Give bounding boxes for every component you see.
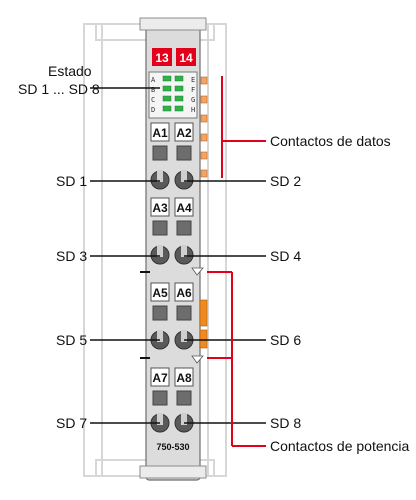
terminal-tag-a4: A4 <box>176 201 192 215</box>
led-letter-b: B <box>151 86 155 94</box>
top-tag-14: 14 <box>176 48 196 66</box>
power-contacts <box>140 267 208 364</box>
top-tag-13-text: 13 <box>155 51 169 65</box>
led-letter-c: C <box>151 96 155 104</box>
led-8 <box>174 105 184 112</box>
terminal-tag-a3: A3 <box>152 201 168 215</box>
terminal-tag-a6: A6 <box>176 286 192 300</box>
label-sd-4: SD 4 <box>270 248 301 264</box>
terminal-tag-a2: A2 <box>176 126 192 140</box>
led-status-panel: A B C D E F G H <box>148 71 198 119</box>
led-4 <box>174 85 184 92</box>
led-letter-h: H <box>191 106 195 114</box>
label-sd-1: SD 1 <box>56 173 87 189</box>
terminal-block-2: A3 A4 <box>150 197 194 265</box>
terminal-tag-a7: A7 <box>152 371 168 385</box>
led-5 <box>162 95 172 102</box>
label-contactos-datos: Contactos de datos <box>270 133 391 149</box>
terminal-tag-a5: A5 <box>152 286 168 300</box>
data-contacts <box>200 76 208 178</box>
model-label: 750-530 <box>156 442 189 452</box>
led-6 <box>174 95 184 102</box>
label-sd-5: SD 5 <box>56 332 87 348</box>
data-contacts-bracket <box>221 76 266 178</box>
label-sd-6: SD 6 <box>270 332 301 348</box>
led-2 <box>174 75 184 82</box>
led-letter-e: E <box>191 76 195 84</box>
leader-lines <box>90 87 266 424</box>
terminal-tag-a1: A1 <box>152 126 168 140</box>
led-1 <box>162 75 172 82</box>
terminal-block-1: A1 A2 <box>150 122 194 190</box>
led-3 <box>162 85 172 92</box>
label-sd-2: SD 2 <box>270 173 301 189</box>
led-7 <box>162 105 172 112</box>
label-contactos-potencia: Contactos de potencia <box>270 438 410 454</box>
led-letter-d: D <box>151 106 155 114</box>
label-sd-range: SD 1 ... SD 8 <box>18 81 100 97</box>
label-sd-8: SD 8 <box>270 415 301 431</box>
power-contacts-bracket <box>207 271 266 447</box>
led-letter-f: F <box>191 86 195 94</box>
label-estado: Estado <box>48 63 92 79</box>
label-sd-3: SD 3 <box>56 248 87 264</box>
terminal-tag-a8: A8 <box>176 371 192 385</box>
label-sd-7: SD 7 <box>56 415 87 431</box>
top-tag-14-text: 14 <box>179 51 193 65</box>
top-tag-13: 13 <box>152 48 172 66</box>
led-letter-g: G <box>191 96 195 104</box>
led-letter-a: A <box>151 76 156 84</box>
